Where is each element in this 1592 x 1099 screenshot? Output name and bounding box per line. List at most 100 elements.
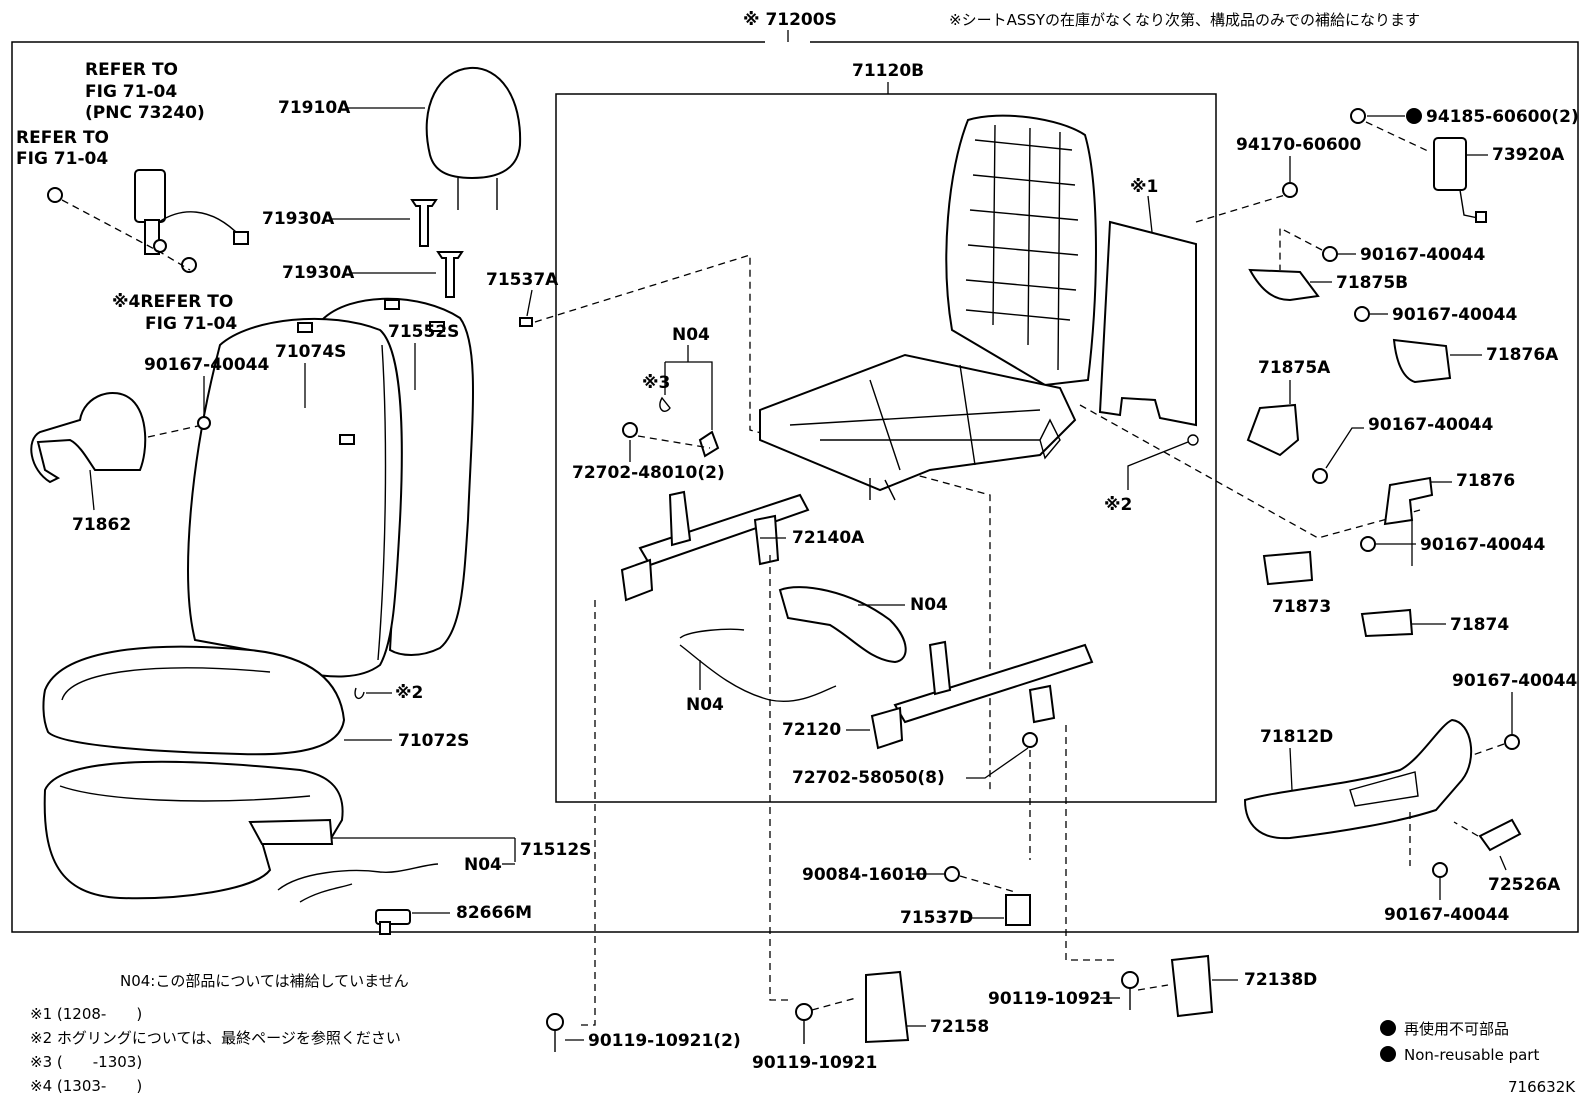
part-label: 71875A [1258, 358, 1331, 378]
hog-ring-label: ※2 [395, 683, 423, 703]
screw-icon [197, 416, 211, 430]
cover-icon [1383, 476, 1434, 526]
lever-bracket [698, 430, 720, 458]
not-supplied-label: N04 [464, 855, 502, 875]
assy-note: ※シートASSYの在庫がなくなり次第、構成品のみでの補給になります [949, 11, 1420, 29]
wire-harness [277, 863, 439, 903]
figure-id: 716632K [1508, 1078, 1576, 1096]
part-label: 71873 [1272, 597, 1331, 617]
part-label: 72702-48010(2) [572, 463, 725, 483]
leg-cover [778, 586, 907, 664]
nut-icon [1350, 108, 1366, 124]
part-label: 71875B [1336, 273, 1408, 293]
seat-back-board [1098, 220, 1197, 427]
part-label: ※3 [642, 373, 670, 393]
hog-ring-icon [659, 396, 671, 412]
seat-cushion-cover [42, 645, 346, 756]
assembly-frame [11, 41, 1579, 933]
part-label: 71120B [852, 61, 924, 81]
slide-wire [679, 628, 837, 702]
assy-code: ※ 71200S [743, 10, 837, 30]
bolt-icon [546, 1013, 564, 1031]
clip-icon [519, 317, 533, 327]
legend-jp: 再使用不可部品 [1404, 1020, 1509, 1038]
hog-ring-icon [1187, 434, 1199, 446]
part-label: 71862 [72, 515, 131, 535]
headrest-support [410, 199, 464, 298]
part-label: 72526A [1488, 875, 1561, 895]
not-supplied-label: N04 [672, 325, 710, 345]
not-supplied-label: N04 [910, 595, 948, 615]
part-label: 90167-40044 [1392, 305, 1518, 325]
part-label: 71930A [282, 263, 355, 283]
footnote: ※1 (1208- ) [30, 1005, 142, 1023]
bolt-icon [1022, 732, 1038, 748]
footnote: ※4 (1303- ) [30, 1077, 142, 1095]
bolt-icon [1121, 971, 1139, 989]
cover-icon [1246, 403, 1300, 457]
part-label: 71537A [486, 270, 559, 290]
screw-icon [1312, 468, 1328, 484]
part-label: 90167-40044 [1360, 245, 1486, 265]
part-label: 90119-10921 [988, 989, 1113, 1009]
part-label: 71910A [278, 98, 351, 118]
footnote: N04:この部品については補給していません [120, 972, 409, 990]
not-supplied-label: N04 [686, 695, 724, 715]
part-label: 90167-40044 [1420, 535, 1546, 555]
non-reusable-dot-icon [1406, 108, 1422, 124]
part-label: 72140A [792, 528, 865, 548]
reference-note: ※4REFER TO [112, 292, 233, 312]
reference-note: REFER TO [16, 128, 109, 148]
side-cover [30, 391, 147, 484]
part-label: 82666M [456, 903, 532, 923]
part-label: 71072S [398, 731, 469, 751]
cover-icon [1170, 954, 1214, 1018]
reference-note: (PNC 73240) [85, 103, 205, 123]
sensor-connector [375, 909, 411, 935]
seat-back-cover [187, 317, 403, 678]
footnote: ※3 ( -1303) [30, 1053, 142, 1071]
clip-icon [1262, 550, 1314, 586]
cover-icon [1248, 268, 1320, 302]
reference-note: REFER TO [85, 60, 178, 80]
seat-track-left [620, 490, 810, 602]
bolt-icon [622, 422, 638, 438]
non-reusable-dot-icon [1380, 1046, 1396, 1062]
footnote: ※2 ホグリングについては、最終ページを参照ください [30, 1029, 401, 1047]
part-label: 73920A [1492, 145, 1565, 165]
nut-icon [1282, 182, 1298, 198]
part-label: 90167-40044 [1452, 671, 1578, 691]
screw-icon [1360, 536, 1376, 552]
reference-note: FIG 71-04 [145, 314, 237, 334]
legend-en: Non-reusable part [1404, 1046, 1539, 1064]
seat-frame [759, 114, 1097, 501]
cover-icon [865, 970, 910, 1044]
part-label: 94185-60600(2) [1426, 107, 1579, 127]
knob-icon [1478, 818, 1522, 852]
part-label: 71876A [1486, 345, 1559, 365]
part-label: 71930A [262, 209, 335, 229]
reference-note: FIG 71-04 [16, 149, 108, 169]
part-label: 71512S [520, 840, 591, 860]
non-reusable-dot-icon [1380, 1020, 1396, 1036]
note-mark: ※1 [1130, 177, 1158, 197]
bolt-icon [47, 187, 63, 203]
part-label: 71552S [388, 322, 459, 342]
part-label: 72138D [1244, 970, 1317, 990]
seat-cushion-pad [43, 760, 344, 900]
cover-icon [1392, 338, 1452, 384]
part-label: 90167-40044 [144, 355, 270, 375]
part-label: 94170-60600 [1236, 135, 1362, 155]
screw-icon [1322, 246, 1338, 262]
seat-frame-box [555, 93, 1217, 803]
part-label: 72120 [782, 720, 841, 740]
headrest-guide [1433, 137, 1487, 223]
part-label: 90167-40044 [1384, 905, 1510, 925]
part-label: 71074S [275, 342, 346, 362]
reference-note: FIG 71-04 [85, 82, 177, 102]
part-label: 90119-10921 [752, 1053, 877, 1073]
screw-icon [1432, 862, 1448, 878]
part-label: 90119-10921(2) [588, 1031, 741, 1051]
screw-icon [1504, 734, 1520, 750]
